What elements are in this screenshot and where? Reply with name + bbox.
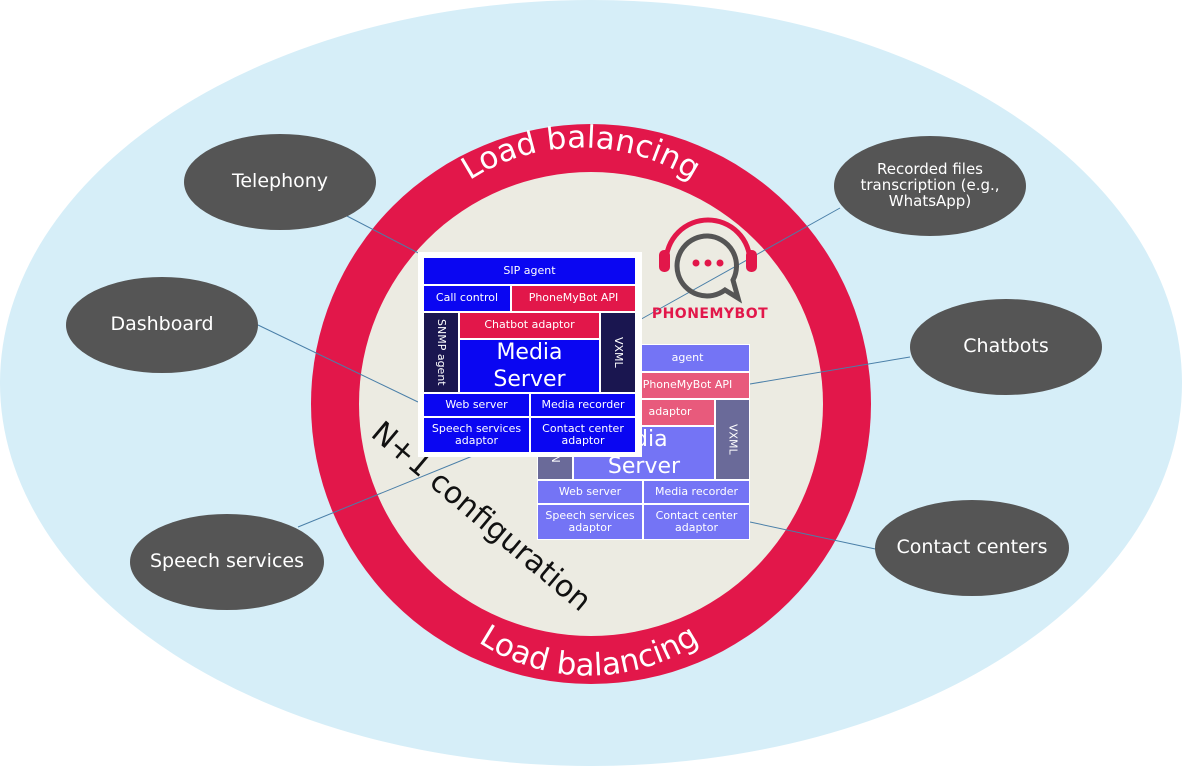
bubble-label-chatbots: Chatbots [963, 335, 1049, 358]
s1-media-recorder: Media recorder [530, 393, 636, 417]
s2-speech-services-adaptor: Speech services adaptor [537, 504, 643, 540]
telephony-bubble [184, 134, 376, 230]
s2-sip-agent: agent [625, 344, 750, 372]
s1-contact-center-adaptor: Contact center adaptor [530, 417, 636, 453]
telephony-connector [344, 214, 429, 259]
speech-services-bubble [130, 514, 324, 610]
contact-centers-connector [749, 521, 881, 551]
contact-centers-bubble [875, 500, 1069, 596]
headset-chat-icon [659, 217, 757, 304]
speech-services-connector [297, 454, 476, 528]
s1-phonemybot-api: PhoneMyBot API [511, 285, 636, 312]
s2-media-recorder: Media recorder [643, 480, 750, 504]
bubble-label-recorded-files: Recorded files transcription (e.g., What… [860, 160, 1000, 210]
s1-snmp-agent: SNMP agent [423, 312, 459, 393]
chatbots-connector [749, 356, 911, 385]
s1-sip-agent: SIP agent [423, 257, 636, 285]
bubble-label-speech-services: Speech services [150, 550, 304, 573]
brand-logo-text: PHONEMYBOT [652, 306, 768, 322]
s1-chatbot-adaptor: Chatbot adaptor [459, 312, 600, 339]
s1-speech-services-adaptor: Speech services adaptor [423, 417, 530, 453]
dashboard-bubble [66, 277, 258, 373]
s1-call-control: Call control [423, 285, 511, 312]
s1-vxml: VXML [600, 312, 636, 393]
s1-media-server: Media Server [459, 339, 600, 393]
chatbots-bubble [910, 299, 1102, 395]
bubble-label-contact-centers: Contact centers [896, 536, 1048, 559]
recorded-files-bubble [834, 136, 1026, 236]
s2-web-server: Web server [537, 480, 643, 504]
dashboard-connector [257, 324, 419, 403]
s1-web-server: Web server [423, 393, 530, 417]
s2-contact-center-adaptor: Contact center adaptor [643, 504, 750, 540]
s2-phonemybot-api: PhoneMyBot API [625, 372, 750, 399]
s2-vxml: VXML [715, 399, 750, 480]
bubble-label-telephony: Telephony [231, 170, 329, 193]
bubble-label-dashboard: Dashboard [110, 313, 214, 336]
